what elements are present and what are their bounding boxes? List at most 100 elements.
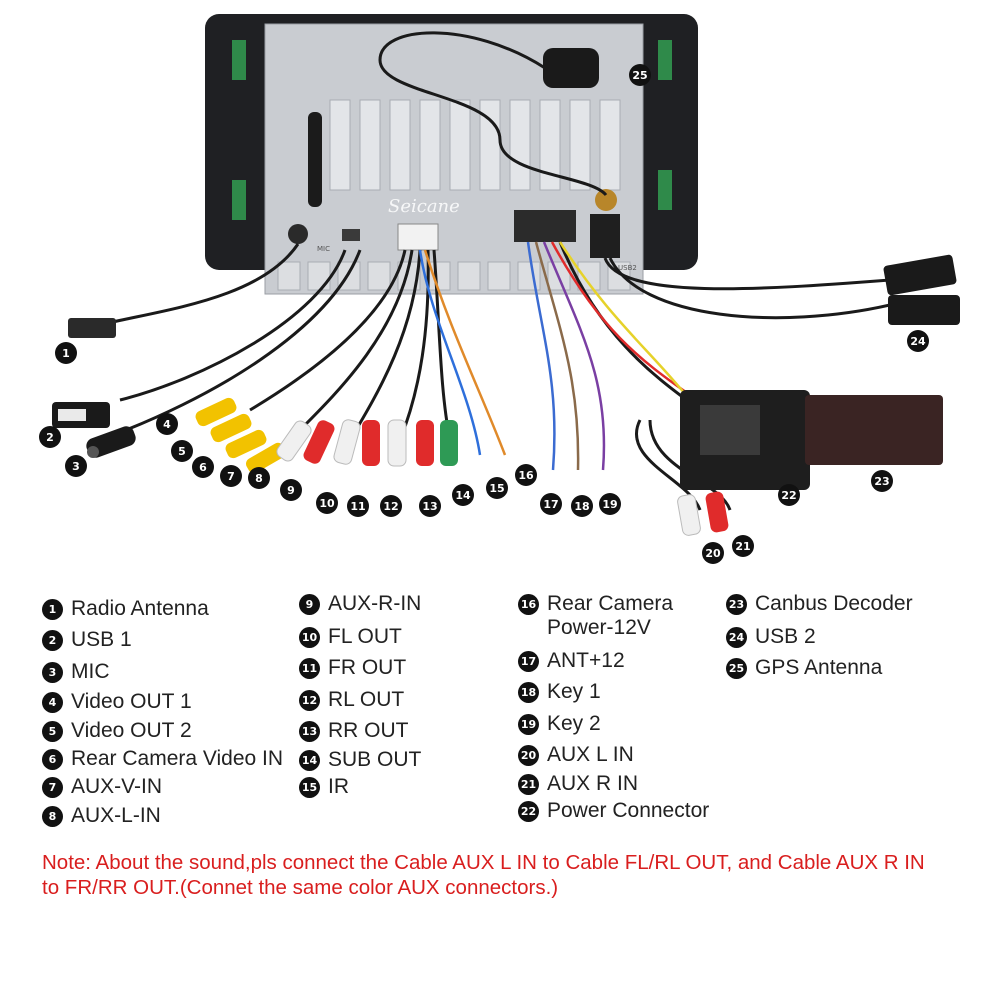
svg-text:8: 8	[255, 472, 263, 485]
callout-23: 23	[871, 470, 893, 492]
svg-text:22: 22	[781, 489, 796, 502]
svg-text:25: 25	[632, 69, 647, 82]
svg-text:MIC: MIC	[317, 245, 330, 253]
callout-3: 3	[65, 455, 87, 477]
gps-antenna-icon	[543, 48, 599, 88]
radio-antenna-connector	[68, 318, 116, 338]
svg-text:15: 15	[489, 482, 504, 495]
seicane-logo: Seicane	[388, 196, 460, 217]
chassis-bottom-vents	[277, 261, 631, 291]
svg-text:19: 19	[602, 498, 617, 511]
callout-5: 5	[171, 440, 193, 462]
callout-22: 22	[778, 484, 800, 506]
callout-17: 17	[540, 493, 562, 515]
sound-connection-note: Note: About the sound,pls connect the Ca…	[42, 851, 925, 899]
svg-text:13: 13	[422, 500, 437, 513]
callout-14: 14	[452, 484, 474, 506]
callout-20: 20	[702, 542, 724, 564]
usb1-port-icon	[58, 409, 86, 421]
svg-text:6: 6	[199, 461, 207, 474]
callout-6: 6	[192, 456, 214, 478]
svg-text:USB2: USB2	[618, 264, 637, 272]
svg-text:14: 14	[455, 489, 471, 502]
callouts: 1 2 3 4 5 6 7 8 9 10 11 12 13 14 15 16 1…	[39, 64, 929, 564]
harness-connector-b	[514, 210, 576, 242]
svg-text:1: 1	[62, 347, 70, 360]
mic-port	[342, 229, 360, 241]
wiring-diagram: Seicane MIC	[39, 14, 960, 564]
callout-24: 24	[907, 330, 929, 352]
callout-9: 9	[280, 479, 302, 501]
usb2-connector-b	[888, 295, 960, 325]
canbus-decoder	[805, 395, 943, 465]
svg-text:12: 12	[383, 500, 398, 513]
callout-13: 13	[419, 495, 441, 517]
callout-7: 7	[220, 465, 242, 487]
svg-text:3: 3	[72, 460, 80, 473]
callout-1: 1	[55, 342, 77, 364]
callout-12: 12	[380, 495, 402, 517]
svg-text:7: 7	[227, 470, 235, 483]
svg-text:18: 18	[574, 500, 589, 513]
svg-text:2: 2	[46, 431, 54, 444]
callout-11: 11	[347, 495, 369, 517]
callout-15: 15	[486, 477, 508, 499]
svg-text:23: 23	[874, 475, 889, 488]
usb2-connector-a	[883, 254, 957, 296]
svg-text:16: 16	[518, 469, 534, 482]
radio-antenna-port	[288, 224, 308, 244]
callout-16: 16	[515, 464, 537, 486]
chassis-vents	[329, 99, 621, 191]
mic-jack-tip	[87, 446, 99, 458]
rca-audio-group	[276, 419, 458, 467]
svg-text:5: 5	[178, 445, 186, 458]
wifi-antenna-icon	[308, 112, 322, 207]
callout-21: 21	[732, 535, 754, 557]
gps-antenna-port	[595, 189, 617, 211]
colored-wires	[418, 241, 691, 471]
mic-jack-connector	[86, 426, 136, 458]
svg-text:21: 21	[735, 540, 750, 553]
callout-25: 25	[629, 64, 651, 86]
svg-text:10: 10	[319, 497, 335, 510]
callout-19: 19	[599, 493, 621, 515]
callout-10: 10	[316, 492, 338, 514]
svg-text:20: 20	[705, 547, 721, 560]
usb2-port-connector	[590, 214, 620, 258]
callout-2: 2	[39, 426, 61, 448]
svg-text:4: 4	[163, 418, 171, 431]
gps-antenna-cable	[378, 31, 608, 197]
rca-yellow-group	[195, 397, 286, 474]
svg-text:9: 9	[287, 484, 295, 497]
aux-rca-pair	[677, 491, 729, 536]
svg-text:11: 11	[350, 500, 365, 513]
callout-18: 18	[571, 495, 593, 517]
callout-8: 8	[248, 467, 270, 489]
svg-text:17: 17	[543, 498, 558, 511]
callout-4: 4	[156, 413, 178, 435]
